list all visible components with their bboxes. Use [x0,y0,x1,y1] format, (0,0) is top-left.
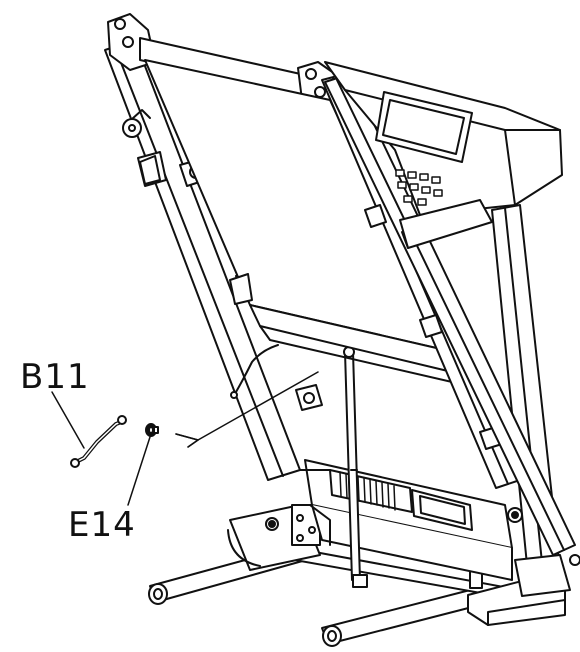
console-keypad [395,169,443,206]
lift-cylinder [343,346,368,588]
label-e14: E14 [68,505,136,545]
leader-lines [51,371,319,506]
part-e14-screw [145,423,159,437]
deck-bumpers [139,155,253,305]
b11-leader [51,391,85,449]
console-head [324,61,563,249]
e14-leader [127,436,151,506]
deck-board [144,59,453,383]
assembly-arrow [197,371,319,441]
frame-cable [230,344,279,399]
part-b11-cable [70,415,127,468]
label-b11: B11 [20,357,90,397]
